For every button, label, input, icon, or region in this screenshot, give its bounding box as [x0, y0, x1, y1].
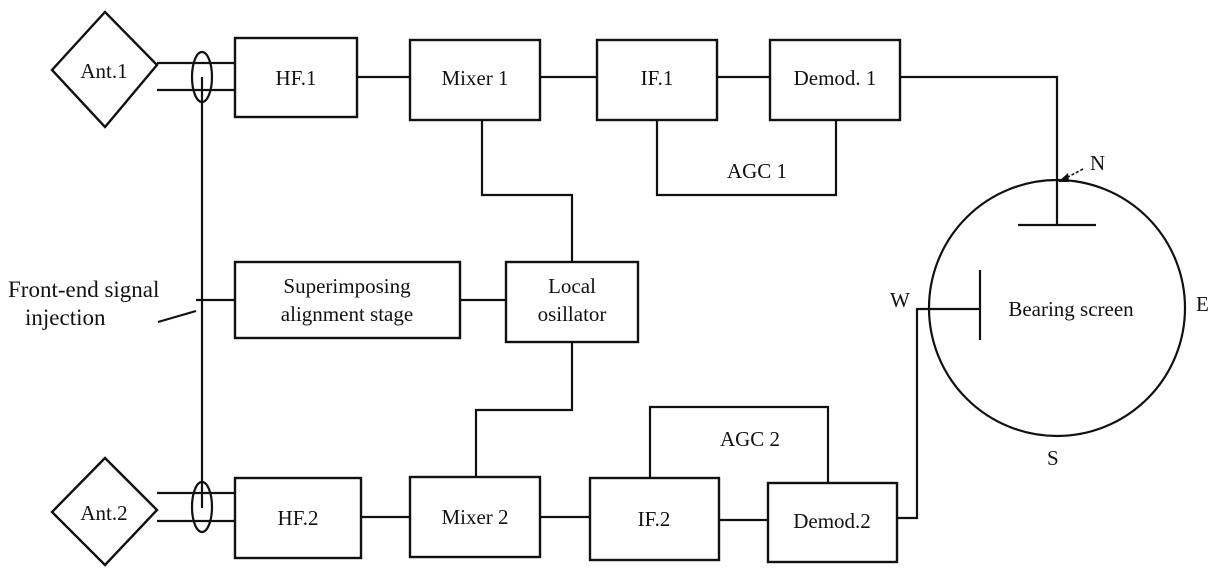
- front-end-injection-label-line-1: Front-end signal: [8, 277, 159, 302]
- hf2-block: HF.2: [233, 476, 363, 560]
- wire-local-oscillator-mixer2: [474, 342, 574, 477]
- if2-label: IF.2: [638, 507, 671, 531]
- agc1-loop: [655, 120, 838, 197]
- north-pointer-arrow-head: [1058, 173, 1069, 182]
- superimposing-label-line-1: Superimposing: [283, 274, 411, 298]
- hf1-label: HF.1: [276, 66, 317, 90]
- local-oscillator-label-line-2: osillator: [538, 302, 607, 326]
- hf1-box: [233, 36, 359, 119]
- wire-demod2-bearing-west: [897, 307, 980, 520]
- local-oscillator-block: Local osillator: [504, 260, 640, 344]
- mixer2-box: [408, 475, 542, 559]
- wire-demod1-bearing-north: [900, 75, 1059, 225]
- if2-box: [588, 476, 721, 562]
- antenna-1-diamond: [50, 10, 159, 129]
- hf2-label: HF.2: [278, 506, 319, 530]
- demod2-label: Demod.2: [793, 509, 871, 533]
- antenna-1: Ant.1: [50, 10, 159, 129]
- mixer1-label: Mixer 1: [441, 66, 508, 90]
- antenna-2: Ant.2: [50, 456, 159, 567]
- bearing-screen-circle: [927, 178, 1187, 438]
- hf2-box: [233, 476, 363, 560]
- north-pointer-arrow-line: [1065, 168, 1084, 179]
- demod2-block: Demod.2: [766, 481, 899, 564]
- bearing-screen: Bearing screen N E S W: [890, 151, 1209, 470]
- compass-north-label: N: [1090, 151, 1105, 175]
- if1-block: IF.1: [595, 38, 719, 122]
- antenna-1-label: Ant.1: [80, 59, 127, 83]
- if1-box: [595, 38, 719, 122]
- agc1-label: AGC 1: [727, 159, 787, 183]
- antenna-2-label: Ant.2: [80, 501, 127, 525]
- local-oscillator-label-line-1: Local: [548, 274, 596, 298]
- demod2-box: [766, 481, 899, 564]
- demod1-block: Demod. 1: [768, 38, 902, 122]
- signal-wires: [157, 50, 1096, 534]
- feed-coupler-1: [190, 50, 214, 104]
- if1-label: IF.1: [641, 66, 674, 90]
- local-oscillator-box: [504, 260, 640, 344]
- mixer1-block: Mixer 1: [408, 38, 542, 122]
- compass-east-label: E: [1196, 292, 1209, 316]
- if2-block: IF.2: [588, 476, 721, 562]
- superimposing-block: Superimposing alignment stage: [233, 260, 462, 340]
- wire-mixer1-local-oscillator: [480, 120, 574, 262]
- superimposing-label-line-2: alignment stage: [281, 302, 413, 326]
- feed-coupler-2: [190, 480, 214, 534]
- front-end-injection-label-line-2: injection: [25, 305, 106, 330]
- agc2-label: AGC 2: [720, 427, 780, 451]
- superimposing-box: [233, 260, 462, 340]
- demod1-box: [768, 38, 902, 122]
- mixer1-box: [408, 38, 542, 122]
- injection-leader-line: [157, 309, 197, 324]
- bearing-screen-label: Bearing screen: [1008, 297, 1134, 321]
- agc2-loop: [648, 405, 830, 483]
- mixer2-block: Mixer 2: [408, 475, 542, 559]
- mixer2-label: Mixer 2: [441, 505, 508, 529]
- demod1-label: Demod. 1: [794, 66, 877, 90]
- compass-south-label: S: [1047, 446, 1059, 470]
- hf1-block: HF.1: [233, 36, 359, 119]
- compass-west-label: W: [890, 288, 910, 312]
- antenna-2-diamond: [50, 456, 159, 567]
